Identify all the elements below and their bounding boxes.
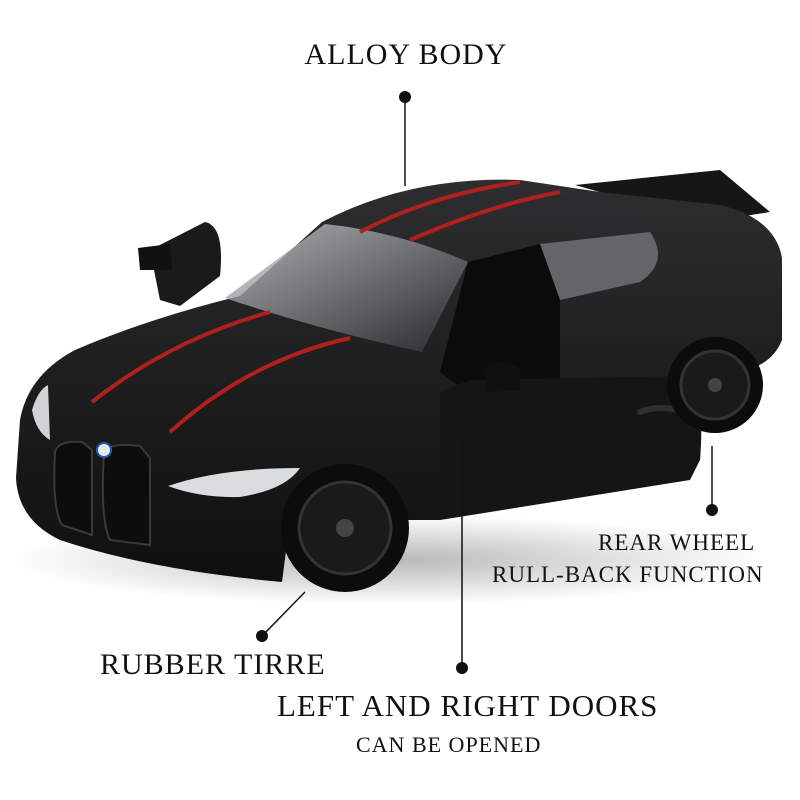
roof-stripe-1	[359, 180, 521, 234]
open-door	[440, 376, 702, 520]
doors-opened-label: CAN BE OPENED	[356, 732, 542, 757]
roof-stripe-2	[409, 190, 561, 242]
badge-logo	[96, 442, 112, 458]
callout-doors-pointer	[456, 442, 468, 674]
headlight-left	[32, 385, 50, 440]
hood-stripe-2	[168, 336, 351, 434]
callout-rear-wheel-pointer	[706, 446, 718, 516]
rear-side-window	[540, 232, 658, 300]
cabin-interior	[440, 244, 560, 395]
front-wheel	[281, 464, 409, 592]
callout-alloy-body-pointer	[399, 91, 411, 186]
headlight	[168, 468, 300, 498]
callout-rubber-tire-pointer	[256, 591, 306, 642]
hood-stripe-1	[90, 310, 271, 404]
alloy-body-label: ALLOY BODY	[304, 38, 508, 71]
windshield	[225, 224, 468, 352]
rubber-tire-label: RUBBER TIRRE	[100, 648, 326, 681]
side-mirror	[484, 363, 520, 392]
grille-left	[53, 440, 93, 537]
grille-right	[101, 443, 151, 547]
pullback-function-label: RULL-BACK FUNCTION	[492, 562, 764, 587]
far-side-mirror	[138, 244, 172, 270]
rear-wheel-label: REAR WHEEL	[598, 530, 756, 555]
doors-label: LEFT AND RIGHT DOORS	[277, 688, 659, 723]
far-side-open-door	[150, 222, 221, 306]
rear-wheel	[667, 337, 763, 433]
